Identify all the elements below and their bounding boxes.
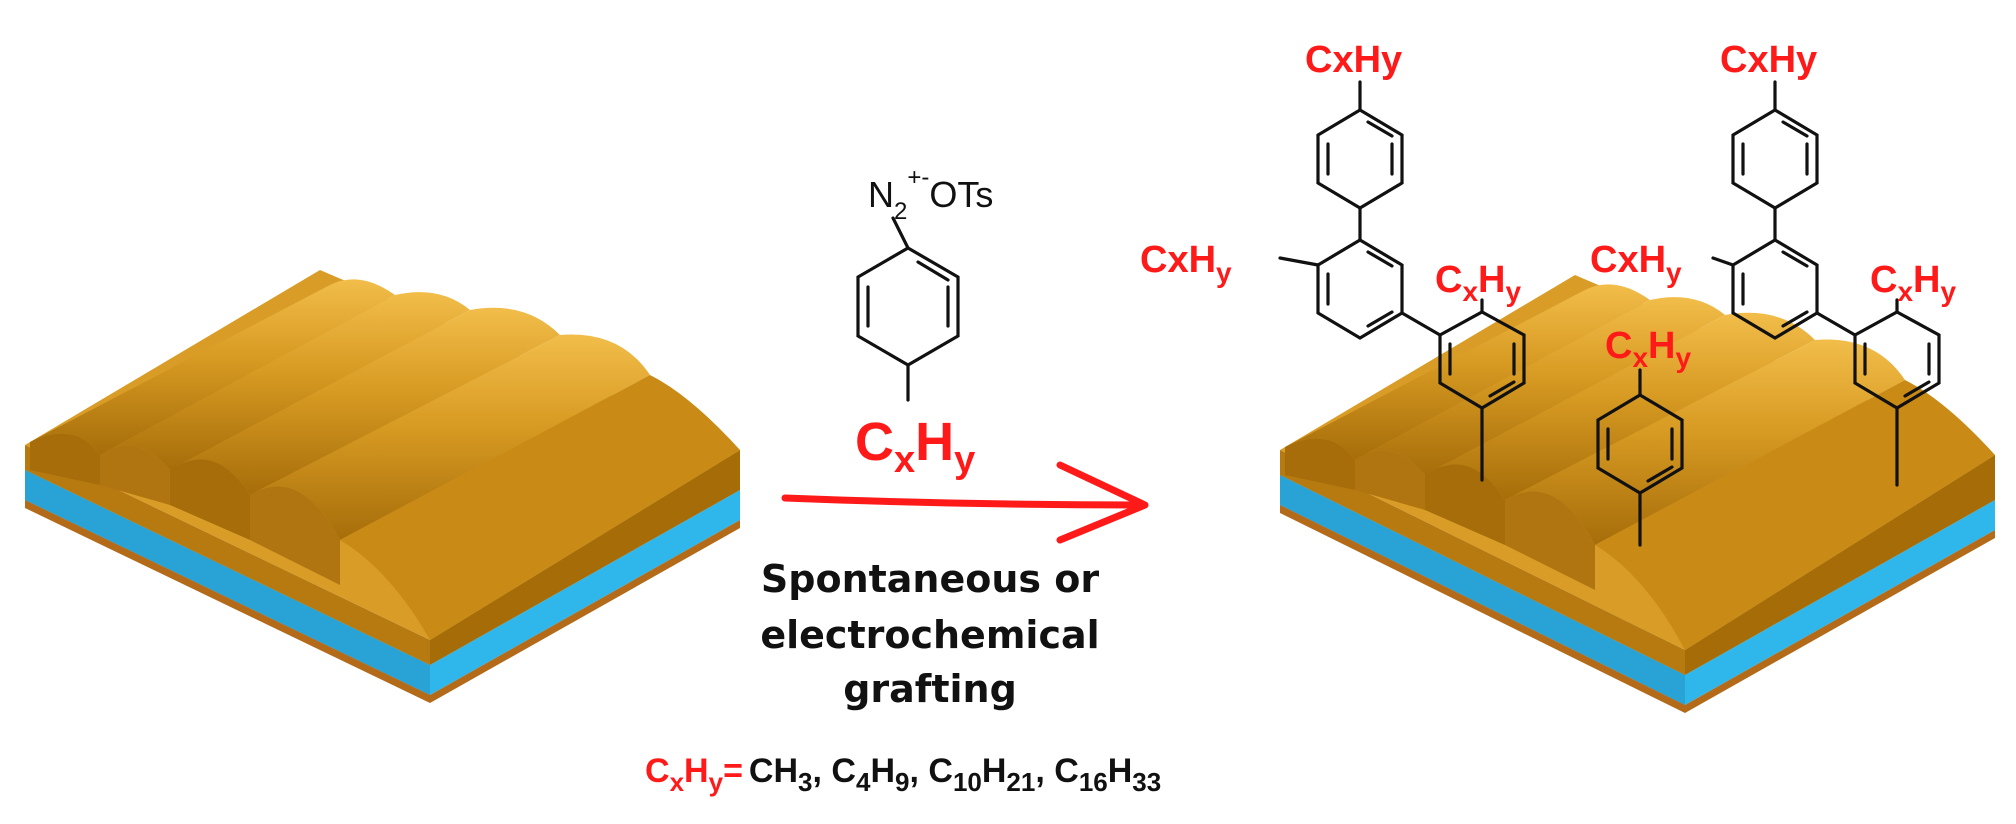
diazonium-label: N2+-OTs: [868, 164, 993, 225]
reaction-arrow: [781, 461, 1149, 544]
method-line-2: electrochemical: [760, 613, 1099, 657]
reagent-substituent: CxHy: [855, 412, 975, 481]
reagent-structure: N2+-OTs CxHy: [855, 164, 993, 481]
label-top-left: CxHy: [1305, 39, 1402, 81]
gold-ridges: [30, 279, 740, 640]
grafted-chain-left: CxHy CxHy CxHy: [1140, 39, 1526, 482]
label-ring-a: CxHy: [1435, 259, 1521, 307]
substituent-legend: CxHy=CH3, C4H9, C10H21, C16H33: [645, 752, 1161, 797]
grafted-molecule-center: CxHy: [1596, 325, 1691, 547]
method-line-1: Spontaneous or: [761, 557, 1099, 601]
grafted-substrate: [1280, 275, 1995, 713]
bare-substrate: [25, 270, 740, 703]
benzene-ring: [856, 246, 960, 367]
label-mid-left-a: CxHy: [1140, 239, 1232, 288]
method-line-3: grafting: [843, 667, 1017, 711]
grafted-chain-right: CxHy CxHy CxHy: [1590, 39, 1956, 487]
label-mid-left-b: CxHy: [1590, 239, 1682, 288]
label-surface-center: CxHy: [1605, 325, 1691, 373]
label-top-right: CxHy: [1720, 39, 1817, 81]
label-ring-b: CxHy: [1870, 259, 1956, 307]
